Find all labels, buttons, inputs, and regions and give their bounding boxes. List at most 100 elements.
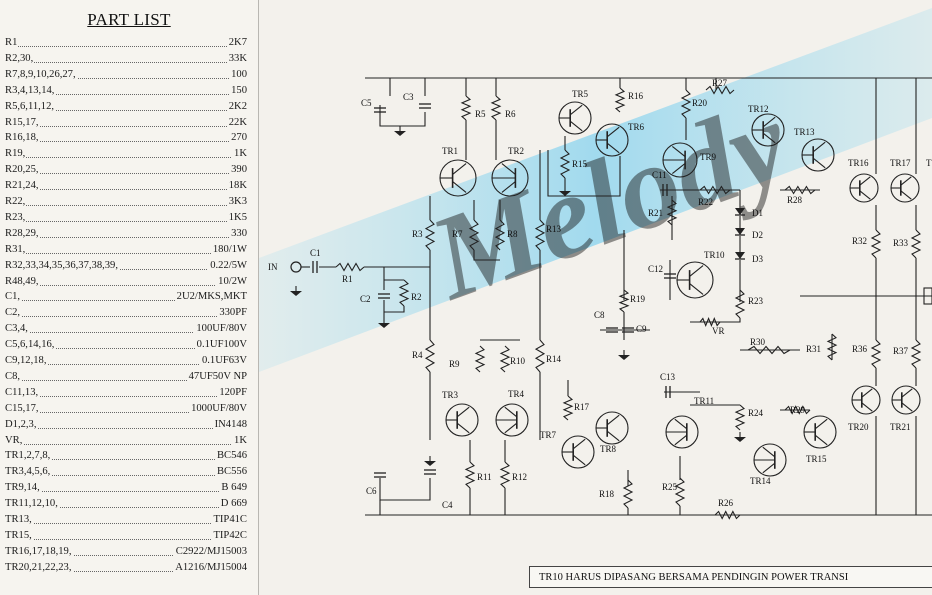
transistor-collector bbox=[606, 414, 620, 426]
transistor-tr10 bbox=[676, 261, 714, 299]
label-r19: R19 bbox=[630, 294, 646, 304]
transistor-collector bbox=[900, 176, 912, 186]
leader-dots bbox=[5, 411, 247, 413]
transistor-emitter bbox=[674, 434, 688, 446]
leader-dots bbox=[5, 443, 247, 445]
input-jack bbox=[290, 261, 302, 273]
label-tr16: TR16 bbox=[848, 158, 869, 168]
part-value: 1K bbox=[232, 148, 247, 160]
label-tr4: TR4 bbox=[508, 389, 525, 399]
leader-dots bbox=[5, 205, 247, 206]
part-ref: C2, bbox=[5, 307, 22, 319]
label-tr20: TR20 bbox=[848, 422, 869, 432]
leader-dots bbox=[5, 268, 247, 270]
wire bbox=[379, 478, 431, 501]
part-ref: C1, bbox=[5, 291, 22, 303]
label-c5: C5 bbox=[361, 98, 372, 108]
res-r7 bbox=[468, 219, 480, 251]
transistor-emitter bbox=[900, 190, 912, 200]
part-value: 47UF50V NP bbox=[186, 370, 247, 382]
part-list-row: R2,30,33K bbox=[5, 52, 247, 67]
label-c3: C3 bbox=[403, 92, 414, 102]
transistor-tr15 bbox=[803, 415, 837, 449]
part-value: C2922/MJ15003 bbox=[173, 545, 247, 557]
transistor-emitter bbox=[861, 402, 873, 412]
ground-triangle bbox=[734, 437, 746, 442]
transistor-emitter bbox=[812, 157, 826, 169]
transistor-tr4 bbox=[495, 403, 529, 437]
pot-vr bbox=[699, 317, 721, 327]
label-r21: R21 bbox=[648, 208, 663, 218]
part-list-row: TR16,17,18,19,C2922/MJ15003 bbox=[5, 545, 247, 560]
transistor-tr1 bbox=[439, 159, 477, 197]
label-r2: R2 bbox=[411, 292, 422, 302]
label-d1: D1 bbox=[752, 208, 763, 218]
transistor-emitter bbox=[672, 162, 686, 175]
part-list-row: R3,4,13,14,150 bbox=[5, 84, 247, 99]
part-value: B 649 bbox=[219, 482, 247, 494]
part-value: 100 bbox=[229, 68, 247, 80]
label-c6: C6 bbox=[366, 486, 377, 496]
part-value: 1K5 bbox=[226, 211, 247, 223]
label-r3: R3 bbox=[412, 229, 423, 239]
diode-d2 bbox=[735, 228, 745, 236]
leader-dots bbox=[5, 507, 247, 509]
res-r22 bbox=[699, 185, 731, 195]
cap-c3 bbox=[419, 103, 431, 109]
leader-dots bbox=[5, 491, 247, 493]
res-r26 bbox=[714, 510, 741, 520]
leader-dots bbox=[5, 93, 247, 95]
part-list-row: D1,2,3,IN4148 bbox=[5, 418, 247, 433]
leader-dots bbox=[5, 141, 247, 143]
label-tr1: TR1 bbox=[442, 146, 458, 156]
part-ref: R16,18, bbox=[5, 132, 40, 144]
label-t_cut: T bbox=[926, 158, 932, 168]
label-c8: C8 bbox=[594, 310, 605, 320]
part-ref: R23, bbox=[5, 211, 27, 223]
res-r10 bbox=[499, 345, 511, 373]
label-c4: C4 bbox=[442, 500, 453, 510]
transistor-emitter bbox=[501, 181, 516, 193]
label-c2: C2 bbox=[360, 294, 371, 304]
part-list-row: R7,8,9,10,26,27,100 bbox=[5, 68, 247, 83]
label-c1: C1 bbox=[310, 248, 321, 258]
transistor-emitter bbox=[569, 120, 583, 132]
part-value: 330PF bbox=[217, 307, 247, 319]
label-r18: R18 bbox=[599, 489, 615, 499]
part-value: 330 bbox=[229, 227, 247, 239]
transistor-emitter bbox=[689, 283, 704, 295]
cap-c1 bbox=[312, 261, 318, 273]
res-r23 bbox=[734, 289, 746, 319]
part-list-row: R28,29,330 bbox=[5, 227, 247, 242]
label-r8: R8 bbox=[507, 229, 518, 239]
part-value: TIP42C bbox=[211, 529, 247, 541]
label-tr2: TR2 bbox=[508, 146, 524, 156]
part-ref: TR15, bbox=[5, 529, 33, 541]
res-r15 bbox=[559, 149, 571, 179]
part-list-row: VR,1K bbox=[5, 434, 247, 449]
label-tr17: TR17 bbox=[890, 158, 911, 168]
leader-dots bbox=[5, 46, 247, 47]
part-ref: C8, bbox=[5, 370, 22, 382]
diode-d1 bbox=[735, 208, 745, 216]
transistor-tr5 bbox=[558, 101, 592, 135]
label-tr12: TR12 bbox=[748, 104, 769, 114]
label-tr21: TR21 bbox=[890, 422, 911, 432]
label-r15: R15 bbox=[572, 159, 588, 169]
label-tr7: TR7 bbox=[540, 430, 557, 440]
part-value: 1000UF/80V bbox=[189, 402, 247, 414]
wire bbox=[384, 306, 405, 313]
watermark-band bbox=[259, 8, 932, 372]
transistor-emitter bbox=[452, 181, 467, 193]
label-r6: R6 bbox=[505, 109, 516, 119]
cap-c4 bbox=[424, 469, 436, 475]
part-list-row: R19, 1K bbox=[5, 148, 247, 162]
res-r31 bbox=[826, 333, 838, 361]
transistor-emitter bbox=[762, 462, 776, 474]
transistor-collector bbox=[504, 406, 518, 418]
part-ref: R19, bbox=[5, 148, 27, 160]
label-c11: C11 bbox=[652, 170, 667, 180]
part-ref: TR13, bbox=[5, 514, 33, 525]
